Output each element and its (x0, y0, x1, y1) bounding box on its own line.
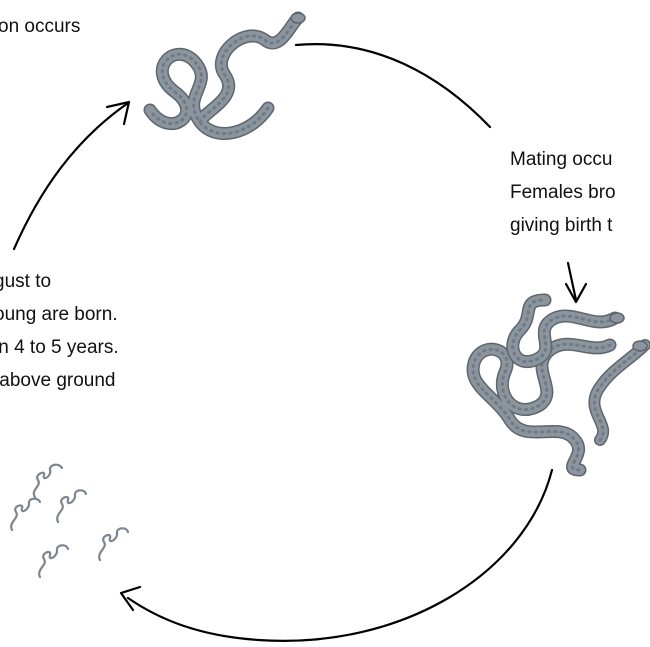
arc-left-to-top (14, 103, 128, 249)
label-left-line-2: oung are born. (0, 298, 119, 331)
label-left-line-1: gust to (0, 265, 119, 298)
label-right-line-1: Mating occu (510, 143, 616, 176)
label-right: Mating occu Females bro giving birth t (510, 143, 616, 242)
label-left-line-3: in 4 to 5 years. (0, 331, 119, 364)
arc-top-to-right (296, 44, 490, 127)
label-right-line-2: Females bro (510, 176, 616, 209)
mating-snakes-icon (473, 300, 647, 470)
label-left: gust to oung are born. in 4 to 5 years. … (0, 265, 119, 397)
label-left-line-4: above ground (0, 364, 119, 397)
label-right-line-3: giving birth t (510, 209, 616, 242)
baby-snakes-icon (11, 465, 128, 577)
arc-right-to-bottom (128, 470, 552, 641)
label-top: on occurs (0, 10, 80, 43)
adult-snake-icon (150, 13, 305, 133)
label-top-line: on occurs (0, 10, 80, 43)
